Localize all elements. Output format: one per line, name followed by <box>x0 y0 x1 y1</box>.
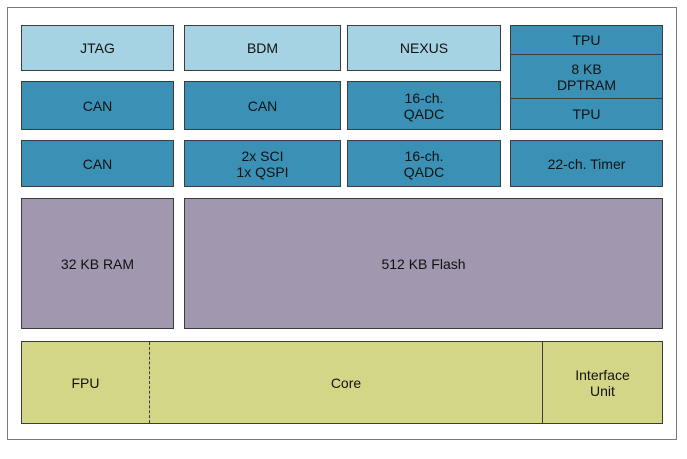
can-block-2: CAN <box>184 81 341 130</box>
qadc-label-2: 16-ch. QADC <box>403 147 445 180</box>
ram-label: 32 KB RAM <box>60 255 135 272</box>
can-block-3: CAN <box>21 140 174 187</box>
qadc-block-2: 16-ch. QADC <box>347 140 501 187</box>
fpu-cell: FPU <box>22 342 150 423</box>
tpu-top-cell: TPU <box>511 26 662 54</box>
interface-unit-cell: Interface Unit <box>542 342 662 423</box>
tpu-bottom-label: TPU <box>572 106 601 122</box>
timer-block: 22-ch. Timer <box>510 140 663 187</box>
qadc-label-1: 16-ch. QADC <box>403 89 445 122</box>
can-block-1: CAN <box>21 81 174 130</box>
core-bar: FPU Core Interface Unit <box>21 341 663 424</box>
nexus-block: NEXUS <box>347 25 501 71</box>
sci-qspi-label: 2x SCI 1x QSPI <box>236 147 289 180</box>
qadc-block-1: 16-ch. QADC <box>347 81 501 130</box>
tpu-stack: TPU 8 KB DPTRAM TPU <box>510 25 663 130</box>
can-label-1: CAN <box>82 97 113 114</box>
bdm-block: BDM <box>184 25 341 71</box>
jtag-block: JTAG <box>21 25 174 71</box>
can-label-3: CAN <box>82 155 113 172</box>
tpu-top-label: TPU <box>572 32 601 48</box>
core-cell: Core <box>150 342 542 423</box>
nexus-label: NEXUS <box>399 40 449 56</box>
dptram-cell: 8 KB DPTRAM <box>511 54 662 98</box>
sci-qspi-block: 2x SCI 1x QSPI <box>184 140 341 187</box>
bdm-label: BDM <box>246 40 279 56</box>
jtag-label: JTAG <box>80 40 115 56</box>
timer-label: 22-ch. Timer <box>547 155 626 172</box>
tpu-bottom-cell: TPU <box>511 98 662 129</box>
ram-block: 32 KB RAM <box>21 198 174 329</box>
can-label-2: CAN <box>247 97 278 114</box>
flash-block: 512 KB Flash <box>184 198 663 329</box>
core-label: Core <box>330 374 362 391</box>
flash-label: 512 KB Flash <box>381 255 466 272</box>
interface-unit-label: Interface Unit <box>575 366 630 399</box>
fpu-label: FPU <box>71 374 100 391</box>
dptram-label: 8 KB DPTRAM <box>556 60 617 93</box>
